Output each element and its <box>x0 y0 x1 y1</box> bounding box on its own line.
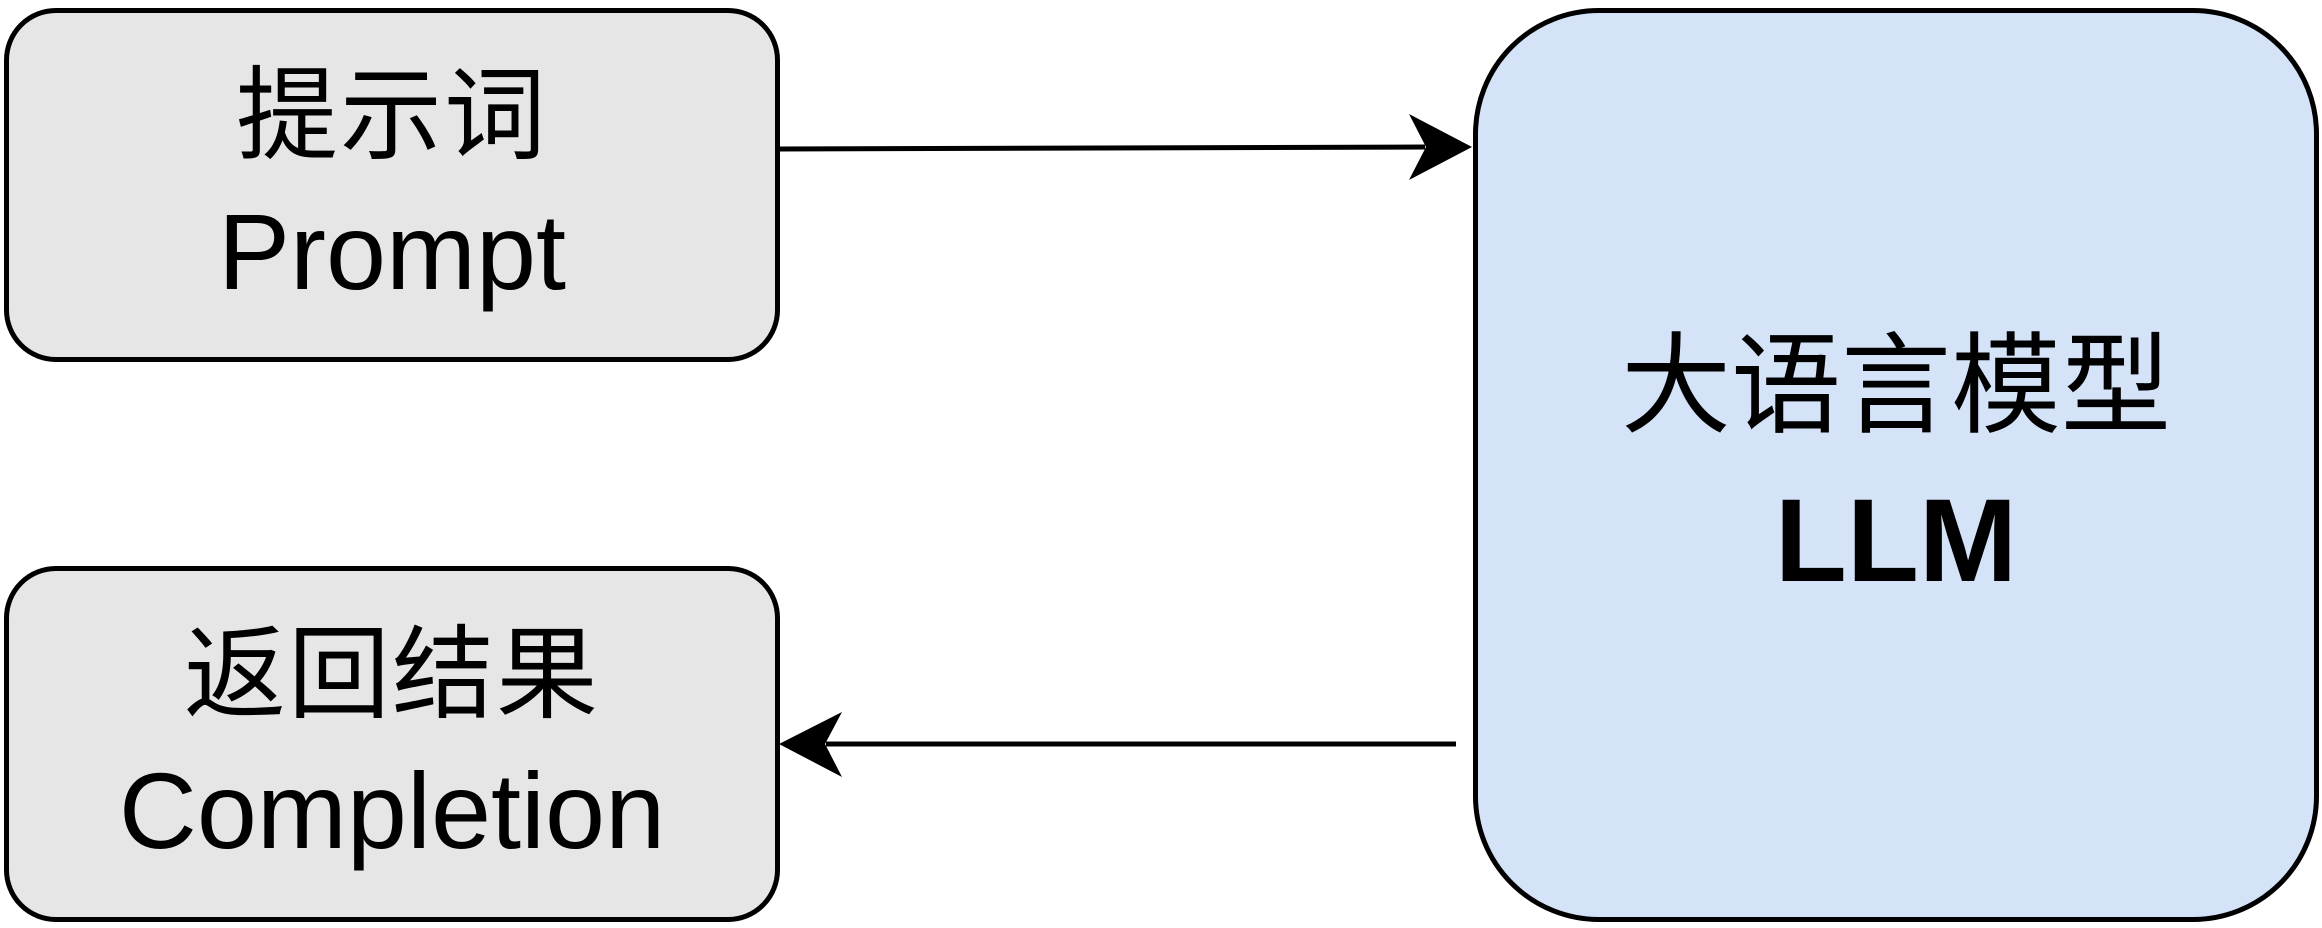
prompt-to-llm-arrow <box>779 114 1472 180</box>
llm-label-en: LLM <box>1774 475 2018 608</box>
prompt-label-cn: 提示词 <box>236 56 548 176</box>
prompt-label-en: Prompt <box>217 191 567 313</box>
completion-label-cn: 返回结果 <box>184 615 600 735</box>
llm-label-cn: 大语言模型 <box>1621 322 2171 451</box>
llm-to-completion-arrow <box>779 712 1456 777</box>
prompt-to-llm-line <box>779 144 1426 152</box>
llm-to-completion-arrowhead <box>779 712 842 777</box>
prompt-box: 提示词 Prompt <box>4 8 780 362</box>
completion-label-en: Completion <box>118 750 666 872</box>
prompt-to-llm-arrowhead <box>1409 114 1472 180</box>
llm-box: 大语言模型 LLM <box>1473 8 2319 922</box>
completion-box: 返回结果 Completion <box>4 566 780 922</box>
